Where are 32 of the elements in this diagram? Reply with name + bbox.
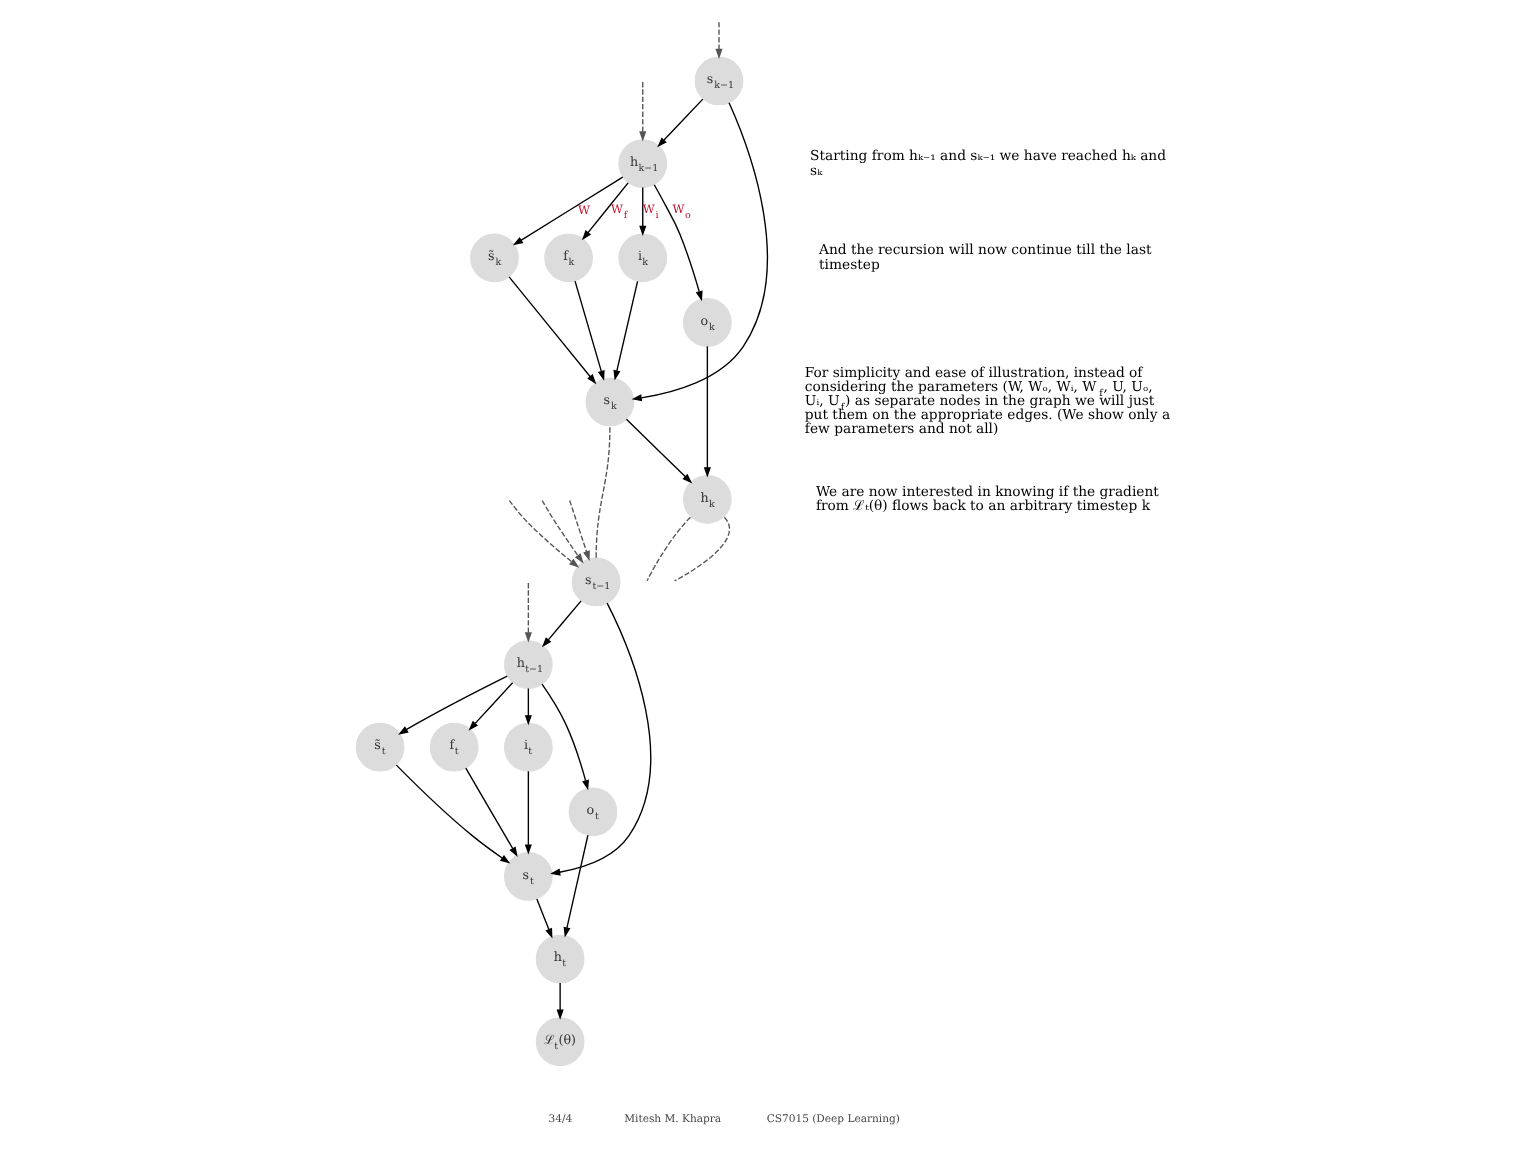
arrow <box>541 600 581 648</box>
arrow <box>467 682 513 731</box>
arrow <box>397 675 507 735</box>
arrow <box>507 499 583 568</box>
arrow <box>568 499 589 564</box>
arrow <box>523 687 531 726</box>
arrow <box>612 280 638 381</box>
arrow <box>535 898 552 939</box>
arrow <box>523 770 531 855</box>
arrow <box>630 102 768 402</box>
arrow <box>507 276 596 385</box>
arrow <box>555 982 563 1020</box>
arrow <box>562 834 588 938</box>
arrow <box>624 418 692 484</box>
arrow <box>464 767 517 858</box>
arrow <box>540 683 588 791</box>
connector <box>594 426 610 559</box>
arrow <box>540 499 589 568</box>
arrow <box>394 764 510 864</box>
arrow <box>580 182 628 241</box>
arrow <box>511 176 623 246</box>
arrow <box>638 81 646 142</box>
connector <box>645 516 691 582</box>
arrow <box>523 582 531 643</box>
arrow <box>549 602 651 876</box>
arrow <box>702 345 710 478</box>
arrow <box>656 98 703 148</box>
arrow <box>652 184 702 302</box>
arrow <box>573 280 604 381</box>
connector <box>672 516 730 582</box>
arrow <box>638 186 646 237</box>
arrow <box>714 21 722 60</box>
